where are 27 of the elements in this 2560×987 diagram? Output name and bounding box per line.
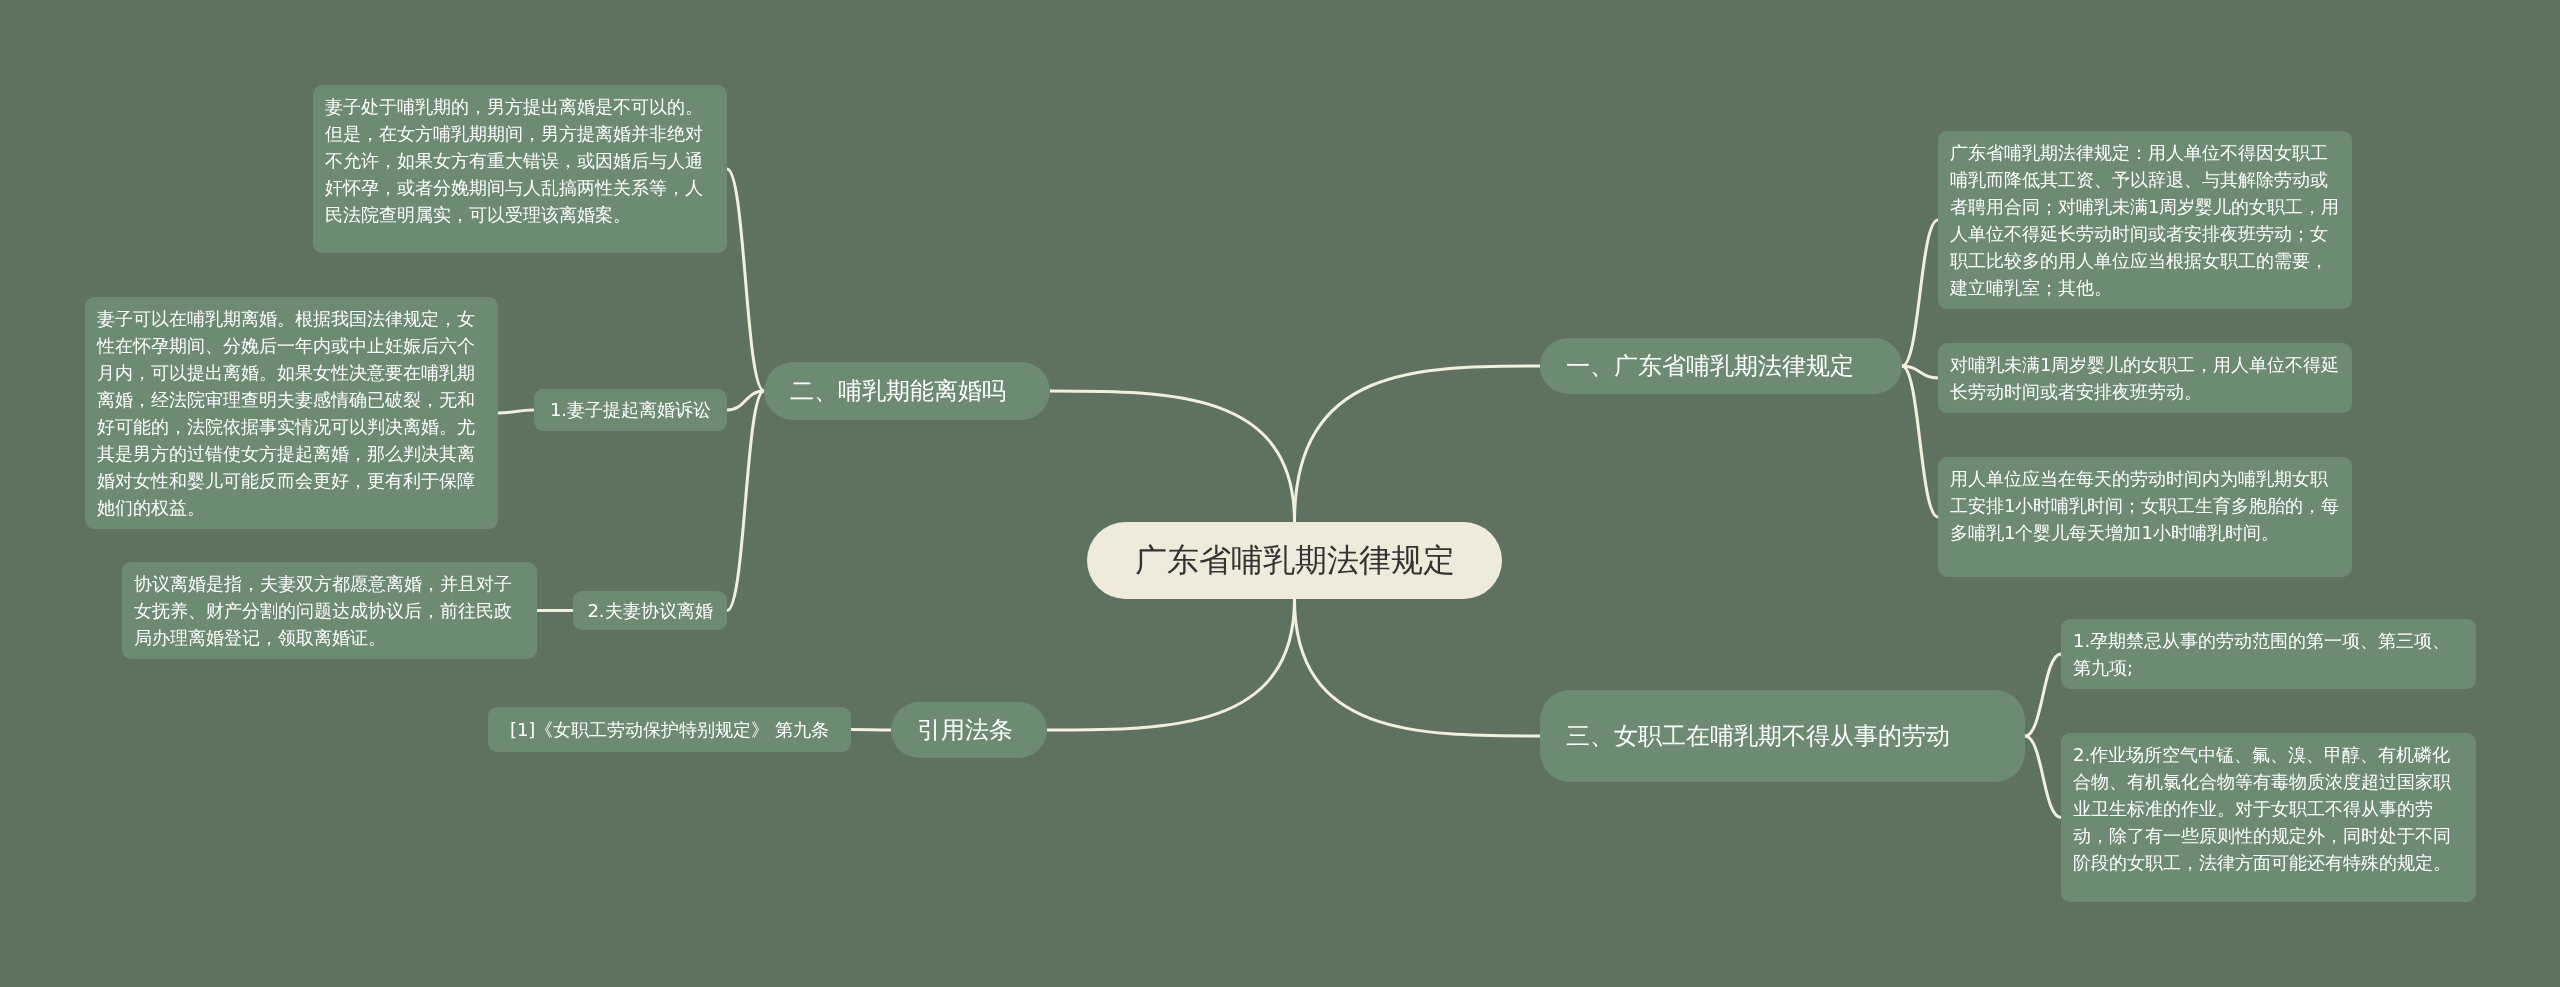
note-box: 协议离婚是指，夫妻双方都愿意离婚，并且对子女抚养、财产分割的问题达成协议后，前往民政局办理离婚登记，领取离婚证。: [122, 562, 537, 659]
subtopic-box: 1.妻子提起离婚诉讼: [534, 389, 727, 431]
connector-line: [1901, 218, 1939, 368]
central-topic: 广东省哺乳期法律规定: [1087, 522, 1502, 599]
connector-line: [537, 609, 573, 612]
branch-topic: 一、广东省哺乳期法律规定: [1540, 338, 1902, 394]
connector-line: [1047, 598, 1296, 732]
connector-line: [1901, 364, 1939, 519]
connector-line: [851, 728, 891, 732]
connector-line: [497, 408, 535, 415]
note-box: 对哺乳未满1周岁婴儿的女职工，用人单位不得延长劳动时间或者安排夜班劳动。: [1938, 343, 2352, 413]
subtopic-box: 2.夫妻协议离婚: [573, 591, 727, 630]
connector-line: [725, 389, 766, 612]
note-box: 妻子处于哺乳期的，男方提出离婚是不可以的。但是，在女方哺乳期期间，男方提离婚并非绝对不允许，如果女方有重大错误，或因婚后与人通奸怀孕，或者分娩期间与人乱搞两性关系等，人民法院查明属实，可以受理该离婚案。: [313, 85, 727, 253]
connector-line: [1050, 389, 1296, 523]
connector-line: [2024, 652, 2062, 738]
note-box: 广东省哺乳期法律规定：用人单位不得因女职工哺乳而降低其工资、予以辞退、与其解除劳动或者聘用合同；对哺乳未满1周岁婴儿的女职工，用人单位不得延长劳动时间或者安排夜班劳动；女职工比较多的用人单位应当根据女职工的需要，建立哺乳室；其他。: [1938, 131, 2352, 309]
branch-topic: 三、女职工在哺乳期不得从事的劳动: [1540, 690, 2025, 782]
connector-line: [2024, 734, 2062, 819]
note-box: 1.孕期禁忌从事的劳动范围的第一项、第三项、第九项;: [2061, 619, 2476, 689]
note-box: 妻子可以在哺乳期离婚。根据我国法律规定，女性在怀孕期间、分娩后一年内或中止妊娠后六个月内，可以提出离婚。如果女性决意要在哺乳期离婚，经法院审理查明夫妻感情确已破裂，无和好可能的，法院依据事实情况可以判决离婚。尤其是男方的过错使女方提起离婚，那么判决其离婚对女性和婴儿可能反而会更好，更有利于保障她们的权益。: [85, 297, 498, 529]
connector-line: [725, 167, 766, 393]
note-box: 2.作业场所空气中锰、氟、溴、甲醇、有机磷化合物、有机氯化合物等有毒物质浓度超过国家职业卫生标准的作业。对于女职工不得从事的劳动，除了有一些原则性的规定外，同时处于不同阶段的女职工，法律方面可能还有特殊的规定。: [2061, 733, 2476, 902]
subtopic-box: [1]《女职工劳动保护特别规定》 第九条: [488, 707, 851, 752]
branch-topic: 二、哺乳期能离婚吗: [764, 362, 1050, 420]
branch-topic: 引用法条: [891, 702, 1047, 758]
note-box: 用人单位应当在每天的劳动时间内为哺乳期女职工安排1小时哺乳时间；女职工生育多胞胎的，每多哺乳1个婴儿每天增加1小时哺乳时间。: [1938, 457, 2352, 577]
